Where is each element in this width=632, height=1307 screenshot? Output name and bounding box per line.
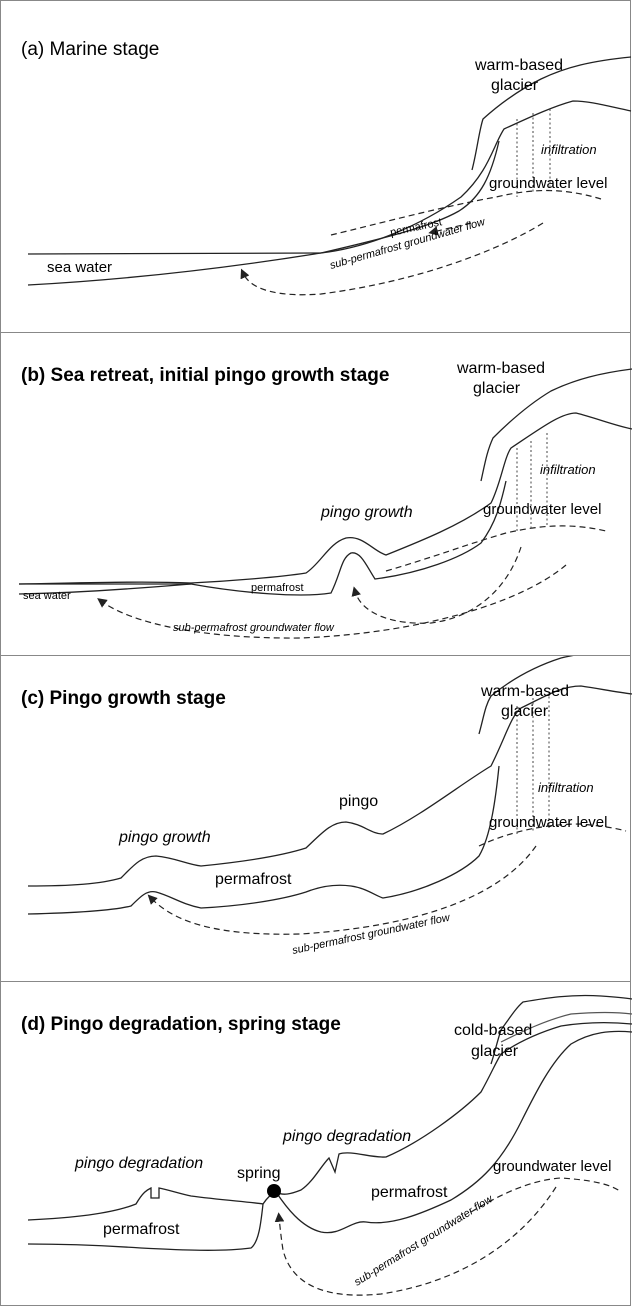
glacier-surface xyxy=(490,994,632,1065)
sea-water-label: sea water xyxy=(23,590,71,602)
pingo-growth-label: pingo growth xyxy=(118,829,211,846)
infiltration-label: infiltration xyxy=(540,462,596,477)
permafrost-right-label: permafrost xyxy=(371,1184,448,1201)
flow-arrow xyxy=(147,845,537,935)
flow-arrow-pingo xyxy=(351,546,522,624)
infiltration-label: infiltration xyxy=(541,142,597,157)
pingo-degradation-right-label: pingo degradation xyxy=(282,1128,411,1145)
permafrost-left-label: permafrost xyxy=(103,1221,180,1238)
groundwater-level-label: groundwater level xyxy=(483,501,601,518)
ground-surface xyxy=(18,412,632,585)
panel-title: (a) Marine stage xyxy=(21,39,159,60)
ground-surface xyxy=(27,685,632,887)
panel-sea-retreat: (b) Sea retreat, initial pingo growth st… xyxy=(0,332,632,656)
glacier-surface xyxy=(471,56,632,171)
diagram-marine-stage: (a) Marine stage warm-based glacier infi… xyxy=(21,39,632,296)
glacier-label-1: warm-based xyxy=(474,57,563,74)
groundwater-level-label: groundwater level xyxy=(489,175,607,192)
groundwater-level-label: groundwater level xyxy=(489,814,607,831)
flow-arrow xyxy=(240,222,544,296)
glacier-label-2: glacier xyxy=(471,1043,519,1060)
panel-pingo-growth: (c) Pingo growth stage warm-based glacie… xyxy=(0,655,632,982)
groundwater-level-line xyxy=(385,525,607,572)
spring-label: spring xyxy=(237,1165,281,1182)
permafrost-base xyxy=(320,140,500,254)
panel-marine-stage: (a) Marine stage warm-based glacier infi… xyxy=(0,0,632,333)
groundwater-level-label: groundwater level xyxy=(493,1158,611,1175)
sea-water-label: sea water xyxy=(47,259,112,276)
panel-title: (c) Pingo growth stage xyxy=(21,688,226,709)
glacier-label-2: glacier xyxy=(473,380,521,397)
flow-arrow xyxy=(97,564,567,639)
flow-arrow-small xyxy=(428,222,472,236)
permafrost-base-left xyxy=(27,1203,264,1251)
permafrost-base-right xyxy=(275,1030,632,1234)
glacier-label-1: warm-based xyxy=(480,683,569,700)
panel-pingo-degradation: (d) Pingo degradation, spring stage cold… xyxy=(0,981,632,1306)
pingo-label: pingo xyxy=(339,793,378,810)
pingo-degradation-left-label: pingo degradation xyxy=(74,1155,203,1172)
flow-label: sub-permafrost groundwater flow xyxy=(173,622,335,634)
flow-label: sub-permafrost groundwater flow xyxy=(291,912,452,957)
sea-level-line xyxy=(27,252,322,255)
seabed-line xyxy=(18,583,192,595)
ground-surface xyxy=(27,1022,632,1221)
groundwater-level-line xyxy=(470,1177,622,1213)
permafrost-label: permafrost xyxy=(215,871,292,888)
permafrost-label: permafrost xyxy=(251,582,304,594)
glacier-surface xyxy=(478,656,574,735)
ground-surface xyxy=(27,100,632,286)
glacier-label-1: warm-based xyxy=(456,360,545,377)
spring-icon xyxy=(267,1184,281,1198)
groundwater-level-line xyxy=(330,189,602,236)
glacier-label-1: cold-based xyxy=(454,1022,532,1039)
diagram-pingo-degradation: (d) Pingo degradation, spring stage cold… xyxy=(21,994,632,1296)
flow-label: sub-permafrost groundwater flow xyxy=(352,1193,496,1289)
glacier-label-2: glacier xyxy=(501,703,549,720)
glacier-label-2: glacier xyxy=(491,77,539,94)
panel-title: (d) Pingo degradation, spring stage xyxy=(21,1014,341,1035)
glacier-surface xyxy=(480,368,632,482)
glacier-base xyxy=(500,1011,632,1043)
diagram-pingo-growth: (c) Pingo growth stage warm-based glacie… xyxy=(21,656,632,957)
pingo-growth-label: pingo growth xyxy=(320,504,413,521)
diagram-sea-retreat: (b) Sea retreat, initial pingo growth st… xyxy=(18,360,632,639)
flow-arrow xyxy=(274,1186,557,1296)
permafrost-base xyxy=(27,765,500,915)
groundwater-level-line xyxy=(478,823,627,847)
panel-title: (b) Sea retreat, initial pingo growth st… xyxy=(21,365,389,386)
infiltration-label: infiltration xyxy=(538,780,594,795)
